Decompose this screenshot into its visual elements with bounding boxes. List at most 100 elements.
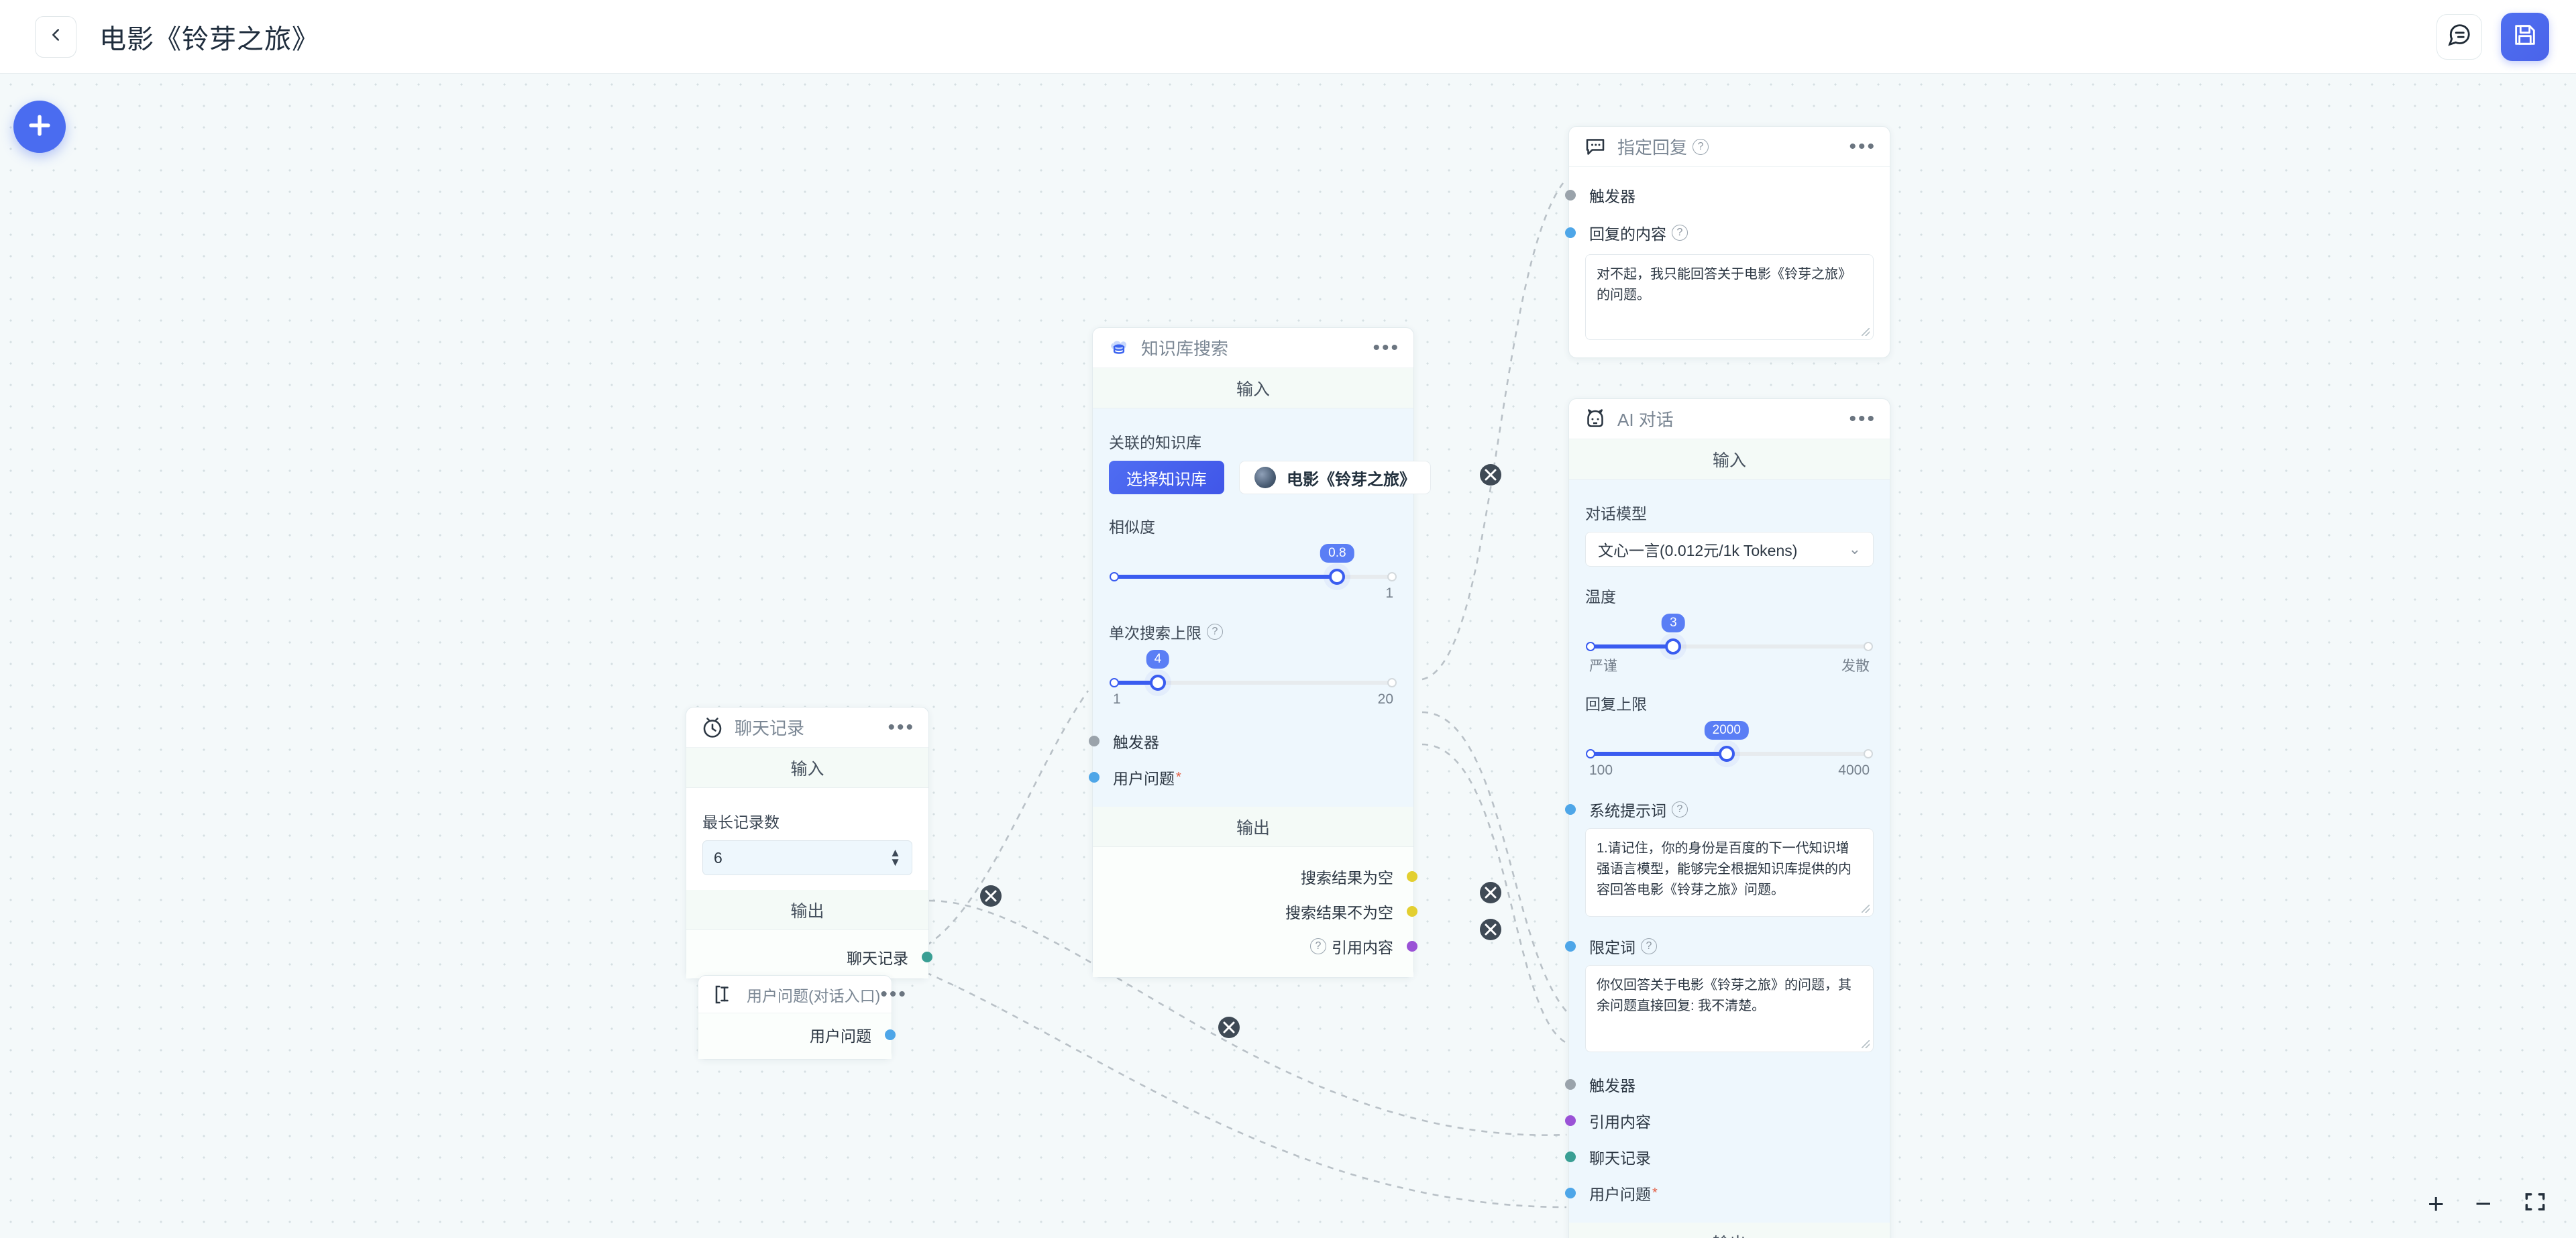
edge-delete-icon[interactable] [1480, 919, 1501, 940]
database-cloud-icon [1106, 335, 1132, 361]
system-prompt-textarea[interactable]: 1.请记住，你的身份是百度的下一代知识增强语言模型，能够完全根据知识库提供的内容… [1585, 828, 1874, 917]
app-header: 电影《铃芽之旅》 [0, 0, 2576, 74]
port-in-user-question[interactable]: 用户问题* [1089, 763, 1397, 792]
port-dot-gray[interactable] [1089, 736, 1099, 746]
reply-content-textarea[interactable]: 对不起，我只能回答关于电影《铃芽之旅》的问题。 [1585, 254, 1874, 340]
flow-canvas[interactable]: 聊天记录 ••• 输入 最长记录数 6 ▲▼ 输出 聊天记录 用户问题(对话入口… [0, 74, 2576, 1238]
port-out-chat-history[interactable]: 聊天记录 [702, 942, 932, 972]
help-icon[interactable]: ? [1641, 938, 1657, 954]
node-menu-button[interactable]: ••• [888, 716, 915, 738]
port-dot-teal[interactable] [1565, 1151, 1576, 1162]
port-in-trigger[interactable]: 触发器 [1565, 1070, 1874, 1099]
max-records-stepper[interactable]: 6 ▲▼ [702, 840, 912, 875]
port-dot-yellow[interactable] [1407, 906, 1417, 917]
temperature-value: 3 [1662, 614, 1685, 632]
node-kb-search[interactable]: 知识库搜索 ••• 输入 关联的知识库 选择知识库 电影《铃芽之旅》 相似度 0… [1089, 327, 1431, 978]
stepper-arrows-icon[interactable]: ▲▼ [890, 846, 901, 868]
edge-delete-icon[interactable] [1218, 1017, 1240, 1038]
reply-limit-max: 4000 [1838, 763, 1870, 778]
port-label: 引用内容 [1332, 939, 1393, 956]
output-section-body: 用户问题 [698, 1013, 896, 1059]
node-title: 聊天记录 [735, 718, 805, 738]
limit-label: 单次搜索上限 ? [1109, 620, 1397, 643]
port-out-citation[interactable]: ? 引用内容 [1109, 932, 1417, 961]
port-dot-purple[interactable] [1565, 1115, 1576, 1126]
reply-limit-slider[interactable]: 2000 100 4000 [1585, 721, 1874, 783]
node-header: 用户问题(对话入口) ••• [698, 976, 906, 1013]
port-dot-blue[interactable] [1565, 804, 1576, 815]
add-node-button[interactable] [13, 101, 66, 153]
port-in-system-prompt[interactable]: 系统提示词 ? [1565, 795, 1874, 824]
chat-button[interactable] [2436, 13, 2482, 60]
port-dot-teal[interactable] [922, 952, 932, 962]
port-dot-gray[interactable] [1565, 190, 1576, 201]
port-dot-blue[interactable] [885, 1029, 896, 1040]
node-menu-button[interactable]: ••• [1373, 336, 1400, 359]
port-in-reply-content[interactable]: 回复的内容 ? [1565, 218, 1874, 247]
help-icon[interactable]: ? [1207, 624, 1223, 640]
port-in-chat-history[interactable]: 聊天记录 [1565, 1142, 1874, 1172]
port-dot-blue[interactable] [1565, 1188, 1576, 1198]
node-title: AI 对话 [1617, 410, 1674, 430]
temperature-max-label: 发散 [1841, 659, 1870, 674]
clock-history-icon [700, 715, 725, 740]
similarity-slider[interactable]: 0.8 1 [1109, 544, 1397, 606]
help-icon[interactable]: ? [1672, 801, 1688, 818]
input-section-body: 关联的知识库 选择知识库 电影《铃芽之旅》 相似度 0.8 1 单次搜索上限 [1089, 408, 1431, 807]
port-in-trigger[interactable]: 触发器 [1089, 726, 1397, 756]
port-label: 系统提示词 [1589, 802, 1666, 820]
node-chat-history[interactable]: 聊天记录 ••• 输入 最长记录数 6 ▲▼ 输出 聊天记录 [686, 707, 932, 979]
port-dot-blue[interactable] [1565, 941, 1576, 952]
help-icon[interactable]: ? [1310, 938, 1326, 954]
chevron-down-icon: ⌄ [1848, 541, 1861, 557]
port-dot-yellow[interactable] [1407, 871, 1417, 882]
fit-view-icon[interactable] [2522, 1189, 2548, 1218]
port-dot-gray[interactable] [1565, 1079, 1576, 1090]
port-in-trigger[interactable]: 触发器 [1565, 180, 1874, 210]
limit-min: 1 [1113, 691, 1121, 707]
zoom-out-button[interactable]: − [2475, 1187, 2491, 1219]
temperature-min-label: 严谨 [1589, 659, 1617, 674]
reply-limit-value: 2000 [1704, 721, 1749, 740]
limit-max: 20 [1377, 691, 1393, 707]
port-out-user-question[interactable]: 用户问题 [714, 1020, 896, 1050]
help-icon[interactable]: ? [1693, 138, 1709, 155]
limit-slider[interactable]: 4 1 20 [1109, 650, 1397, 712]
limit-word-textarea[interactable]: 你仅回答关于电影《铃芽之旅》的问题，其余问题直接回复: 我不清楚。 [1585, 965, 1874, 1052]
node-assigned-reply[interactable]: 指定回复 ? ••• 触发器 回复的内容 ? 对不起，我只能回答关于电影《铃芽之… [1565, 126, 1890, 358]
page-title: 电影《铃芽之旅》 [99, 24, 319, 54]
port-in-user-question[interactable]: 用户问题* [1565, 1178, 1874, 1208]
node-header: 知识库搜索 ••• [1093, 328, 1413, 368]
port-dot-purple[interactable] [1407, 941, 1417, 952]
input-section-body: 对话模型 文心一言(0.012元/1k Tokens) ⌄ 温度 3 严谨 发散… [1565, 480, 1890, 1223]
edge-delete-icon[interactable] [980, 885, 1002, 907]
node-menu-button[interactable]: ••• [1849, 407, 1876, 430]
port-dot-blue[interactable] [1089, 772, 1099, 783]
node-header: AI 对话 ••• [1569, 399, 1890, 439]
temperature-slider[interactable]: 3 严谨 发散 [1585, 614, 1874, 679]
edge-delete-icon[interactable] [1480, 882, 1501, 903]
save-button[interactable] [2501, 12, 2549, 61]
node-menu-button[interactable]: ••• [1849, 135, 1876, 158]
zoom-in-button[interactable]: + [2427, 1187, 2445, 1219]
port-in-citation[interactable]: 引用内容 [1565, 1106, 1874, 1135]
model-select[interactable]: 文心一言(0.012元/1k Tokens) ⌄ [1585, 532, 1874, 567]
similarity-label: 相似度 [1109, 518, 1155, 536]
edge-delete-icon[interactable] [1480, 464, 1501, 486]
port-out-empty[interactable]: 搜索结果为空 [1109, 862, 1417, 891]
help-icon[interactable]: ? [1672, 225, 1688, 241]
temperature-label: 温度 [1585, 588, 1616, 606]
kb-chip[interactable]: 电影《铃芽之旅》 [1239, 461, 1431, 494]
port-dot-blue[interactable] [1565, 227, 1576, 238]
select-kb-button[interactable]: 选择知识库 [1109, 461, 1224, 494]
port-label: 聊天记录 [1589, 1149, 1651, 1167]
node-ai-chat[interactable]: AI 对话 ••• 输入 对话模型 文心一言(0.012元/1k Tokens)… [1565, 398, 1890, 1238]
port-in-limit-word[interactable]: 限定词 ? [1565, 932, 1874, 961]
port-out-not-empty[interactable]: 搜索结果不为空 [1109, 897, 1417, 926]
input-section-header: 输入 [1093, 368, 1413, 408]
back-button[interactable] [35, 15, 76, 58]
node-menu-button[interactable]: ••• [880, 982, 908, 1005]
chat-bubble-icon [2447, 22, 2472, 51]
node-user-question-entry[interactable]: 用户问题(对话入口) ••• 用户问题 [698, 975, 906, 1060]
similarity-max: 1 [1385, 585, 1393, 601]
